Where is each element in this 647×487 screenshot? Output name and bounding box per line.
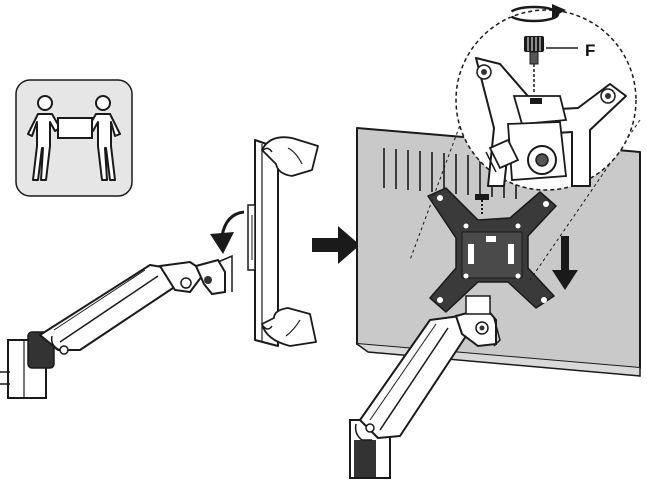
down-arrow-icon [552, 236, 578, 290]
rotate-arrow-icon [210, 210, 245, 254]
two-person-lift-icon [15, 79, 133, 197]
right-arrow-icon [312, 226, 360, 264]
monitor-side-view [247, 136, 319, 347]
part-label-f: F [585, 41, 596, 60]
monitor-arm-left [0, 254, 233, 399]
vesa-plate [427, 187, 557, 313]
rotate-screw-icon [506, 4, 566, 23]
monitor-arm-right [349, 295, 501, 479]
monitor-back-view [356, 127, 641, 377]
zoom-callout [409, 9, 641, 281]
